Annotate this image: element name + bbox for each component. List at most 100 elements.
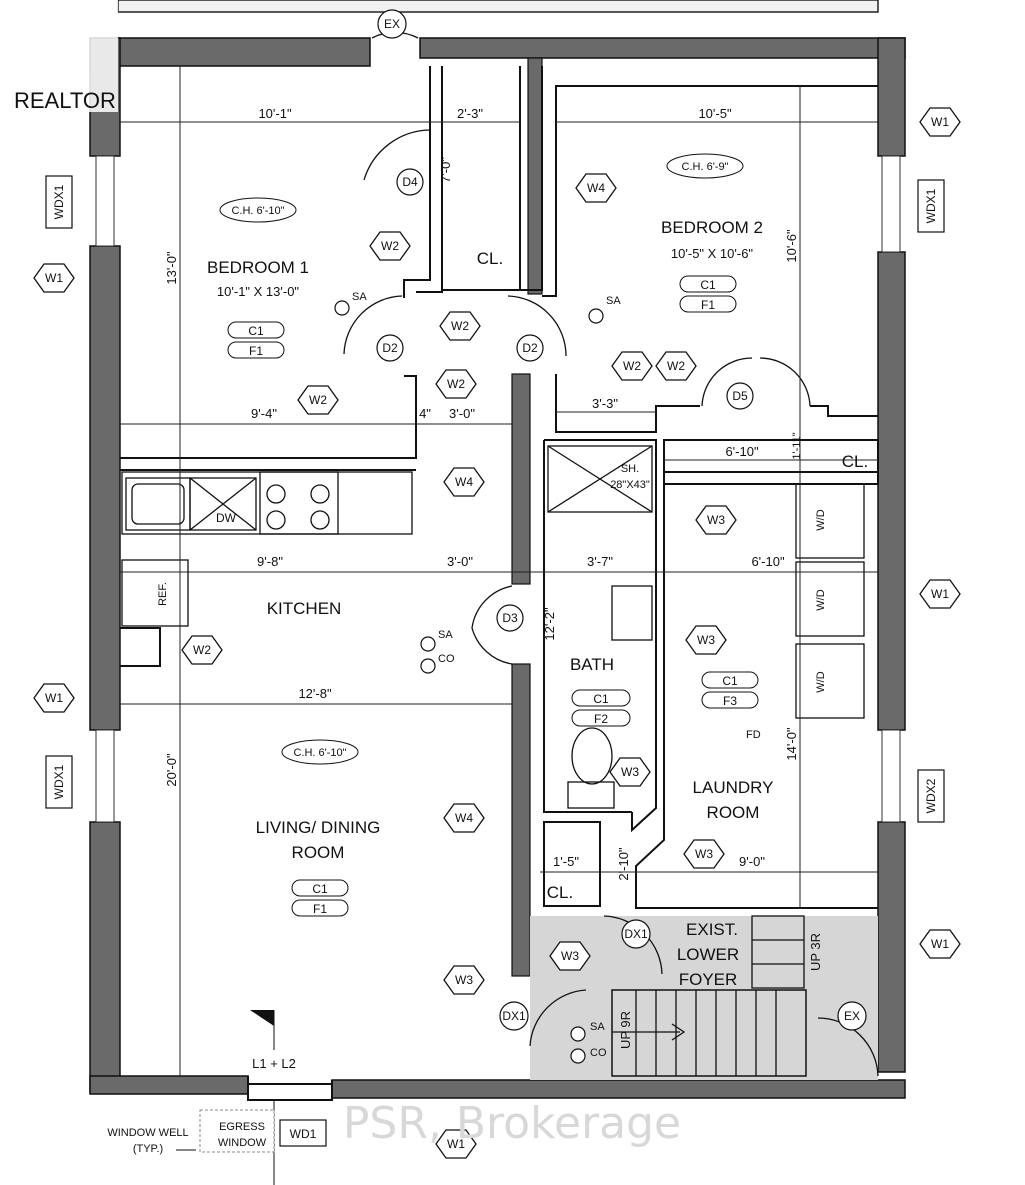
dimension: 3'-3" <box>592 396 618 411</box>
washer-dryer-label: W/D <box>815 509 827 530</box>
ceiling-height: C.H. 6'-10" <box>231 205 284 217</box>
room-kitchen: KITCHEN <box>267 599 342 618</box>
shower-size: 28"X43" <box>610 479 650 491</box>
dimension: 20'-0" <box>164 753 179 787</box>
toilet-icon <box>567 781 615 809</box>
floor-finish-tag: F1 <box>249 344 263 358</box>
tag-w1: W1 <box>931 587 949 601</box>
tag-wdx2: WDX2 <box>924 778 938 813</box>
tag-dx1: DX1 <box>502 1009 526 1023</box>
dimension: 10'-6" <box>784 229 799 263</box>
tag-wdx1: WDX1 <box>924 188 938 223</box>
dimension: 1'-11" <box>791 432 803 459</box>
tag-w2: W2 <box>193 643 211 657</box>
tag-w2: W2 <box>623 359 641 373</box>
ceiling-finish-tag: C1 <box>312 882 328 896</box>
ceiling-tags <box>219 153 744 765</box>
bedroom-2-size: 10'-5" X 10'-6" <box>671 246 754 261</box>
washer-dryer-label: W/D <box>815 589 827 610</box>
tag-w3: W3 <box>455 973 473 987</box>
window-well-note: WINDOW WELL <box>107 1127 188 1139</box>
tag-d2: D2 <box>382 341 398 355</box>
interior-walls <box>511 57 543 977</box>
dimension: 6'-10" <box>751 554 785 569</box>
smoke-alarm-label: SA <box>352 291 367 303</box>
window-label: L1 + L2 <box>252 1056 296 1071</box>
dimension: 14'-0" <box>784 727 799 761</box>
tag-w2: W2 <box>381 239 399 253</box>
foyer-label-2: LOWER <box>677 945 739 964</box>
stair-label: UP 9R <box>618 1011 633 1049</box>
dimension: 3'-0" <box>447 554 473 569</box>
tag-w1: W1 <box>447 1137 465 1151</box>
finish-tags <box>227 275 759 917</box>
washer-dryer-icon <box>795 643 865 719</box>
ceiling-finish-tag: C1 <box>722 674 738 688</box>
door-tags <box>376 9 867 1031</box>
tag-w2: W2 <box>451 319 469 333</box>
tag-w4: W4 <box>455 811 473 825</box>
tag-ex: EX <box>844 1009 860 1023</box>
windows <box>95 155 901 823</box>
floor-drain-label: FD <box>746 729 761 741</box>
foyer-area <box>530 915 878 1080</box>
room-living-dining-2: ROOM <box>292 843 345 862</box>
dimension: 9'-0" <box>739 854 765 869</box>
dimension: 4" <box>419 406 431 421</box>
dimension: 3'-7" <box>587 554 613 569</box>
dimension: 1'-5" <box>553 854 579 869</box>
window-door-tags <box>45 175 945 1147</box>
realtor-logo-text: REALTOR <box>14 88 116 113</box>
tag-w1: W1 <box>45 691 63 705</box>
tag-w3: W3 <box>697 633 715 647</box>
room-bedroom-2: BEDROOM 2 <box>661 218 763 237</box>
tag-w2: W2 <box>667 359 685 373</box>
tag-d4: D4 <box>402 175 418 189</box>
egress-note: WINDOW <box>218 1137 267 1149</box>
tag-d2: D2 <box>522 341 538 355</box>
tag-d5: D5 <box>732 389 748 403</box>
bedroom-1-size: 10'-1" X 13'-0" <box>217 284 300 299</box>
partition-lines <box>120 66 879 1101</box>
dimension: 7'-0" <box>438 157 453 183</box>
tag-wdx1: WDX1 <box>52 764 66 799</box>
ceiling-height: C.H. 6'-10" <box>293 747 346 759</box>
floor-finish-tag: F3 <box>723 694 737 708</box>
stove-icon <box>259 471 339 535</box>
room-laundry: LAUNDRY <box>693 778 774 797</box>
tag-w3: W3 <box>707 513 725 527</box>
dimension: 12'-2" <box>542 607 557 641</box>
room-bath: BATH <box>570 655 614 674</box>
fridge-label: REF. <box>157 582 169 606</box>
dimension: 9'-4" <box>251 406 277 421</box>
dimension: 10'-5" <box>698 106 732 121</box>
dimension: 12'-8" <box>298 686 332 701</box>
tag-w3: W3 <box>621 765 639 779</box>
washer-dryer-icon <box>795 483 865 559</box>
tag-d3: D3 <box>502 611 518 625</box>
shower-icon <box>547 445 653 513</box>
room-bedroom-1: BEDROOM 1 <box>207 258 309 277</box>
alarm-icons <box>334 300 604 1064</box>
tag-w1: W1 <box>45 271 63 285</box>
tag-w1: W1 <box>931 115 949 129</box>
fixtures <box>121 445 865 809</box>
tag-ex: EX <box>384 17 400 31</box>
co-alarm-label: CO <box>438 653 455 665</box>
tag-w2: W2 <box>309 393 327 407</box>
dishwasher-label: DW <box>216 511 237 525</box>
window-wall-tags <box>33 107 961 1159</box>
smoke-alarm-label: SA <box>438 629 453 641</box>
floor-finish-tag: F1 <box>701 298 715 312</box>
closet-label: CL. <box>547 883 573 902</box>
fridge-icon <box>121 559 189 627</box>
vanity-icon <box>611 585 653 641</box>
egress-note: EGRESS <box>219 1121 265 1133</box>
dimension-lines <box>120 66 878 1076</box>
co-alarm-label: CO <box>590 1047 607 1059</box>
dimension: 10'-1" <box>258 106 292 121</box>
dishwasher-icon <box>189 477 257 531</box>
room-living-dining: LIVING/ DINING <box>256 818 381 837</box>
washer-dryer-label: W/D <box>815 671 827 692</box>
